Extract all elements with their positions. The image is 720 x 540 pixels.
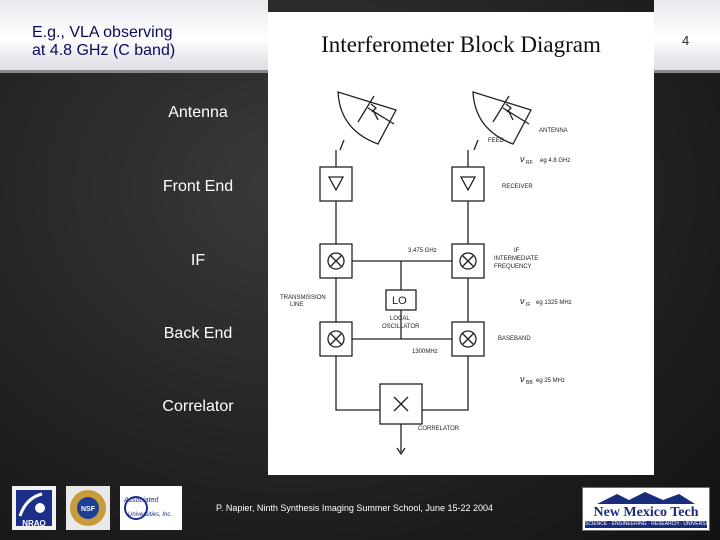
left-amplifier-icon: [327, 176, 345, 192]
right-amplifier-icon: [459, 176, 477, 192]
label-if-subscript: IF: [526, 302, 530, 308]
label-local-osc1: LOCAL: [390, 316, 410, 322]
aui-logo-text2: Universities, Inc.: [128, 512, 172, 518]
label-rf-symbol: ν: [520, 154, 525, 164]
block-diagram: ANTENNA FEED ν RF eg 4.8 GHz RECEIVER 3.…: [280, 91, 572, 456]
aui-logo-text1: Associated: [123, 497, 159, 504]
label-lo-freq: 3.475 GHz: [408, 248, 437, 254]
left-mixer-icon: [327, 252, 345, 270]
slide-title-line2: at 4.8 GHz (C band): [32, 42, 176, 59]
label-local-osc2: OSCILLATOR: [382, 324, 420, 330]
side-label-if: IF: [190, 252, 206, 269]
label-if-line2: INTERMEDIATE: [494, 256, 538, 262]
footer-credit: P. Napier, Ninth Synthesis Imaging Summe…: [216, 503, 493, 513]
side-label-correlator: Correlator: [162, 398, 234, 415]
label-bb-subscript: BB: [526, 380, 533, 386]
nsf-logo-text: NSF: [81, 506, 96, 513]
label-if-line3: FREQUENCY: [494, 264, 532, 270]
left-receiver-box: [319, 166, 353, 202]
label-if-value: eg 1325 MHz: [536, 300, 572, 306]
nrao-logo-text: NRAO: [22, 519, 46, 528]
diagram-title: Interferometer Block Diagram: [321, 32, 601, 57]
left-bb-mixer-icon: [327, 330, 345, 348]
label-transmission2: LINE: [290, 302, 303, 308]
side-label-antenna: Antenna: [168, 104, 228, 121]
left-line-to-correlator: [335, 356, 380, 411]
label-baseband: BASEBAND: [498, 336, 531, 342]
right-receiver-box: [451, 166, 485, 202]
label-bb-symbol: ν: [520, 374, 525, 384]
slide-title-line1: E.g., VLA observing: [32, 24, 173, 41]
diagram-panel: ANTENNA FEED ν RF eg 4.8 GHz RECEIVER 3.…: [268, 12, 654, 475]
side-label-front-end: Front End: [162, 178, 234, 195]
header-number-box: [654, 0, 720, 70]
nsf-logo: NSF: [66, 486, 110, 530]
label-transmission1: TRANSMISSION: [280, 295, 326, 301]
label-correlator: CORRELATOR: [418, 426, 460, 432]
nmt-logo-name: New Mexico Tech: [593, 505, 699, 520]
right-mixer-icon: [459, 252, 477, 270]
right-bb-mixer-icon: [459, 330, 477, 348]
right-line-to-correlator: [422, 356, 469, 411]
label-bb-value: eg 25 MHz: [536, 378, 565, 384]
new-mexico-tech-logo: New Mexico Tech SCIENCE · ENGINEERING · …: [582, 487, 710, 531]
slide-title: E.g., VLA observing at 4.8 GHz (C band): [32, 24, 175, 60]
label-if-symbol: ν: [520, 296, 525, 306]
nrao-logo: NRAO: [12, 486, 56, 530]
label-lo: LO: [392, 295, 407, 307]
label-lo2-freq: 1300MHz: [412, 349, 438, 355]
side-label-back-end: Back End: [163, 325, 233, 342]
label-rf-subscript: RF: [526, 160, 533, 166]
label-if-line1: IF: [514, 248, 520, 254]
right-antenna-dish-icon: [472, 91, 532, 151]
label-receiver: RECEIVER: [502, 184, 533, 190]
nmt-logo-tagline: SCIENCE · ENGINEERING · RESEARCH · UNIVE…: [585, 521, 707, 528]
label-antenna: ANTENNA: [539, 128, 568, 134]
label-feed: FEED: [488, 138, 505, 144]
label-rf-value: eg 4.8 GHz: [540, 158, 570, 164]
left-antenna-dish-icon: [337, 91, 397, 151]
slide-number: 4: [682, 33, 690, 48]
aui-logo: Associated Universities, Inc.: [120, 486, 182, 530]
header-title-box: E.g., VLA observing at 4.8 GHz (C band): [0, 0, 268, 70]
